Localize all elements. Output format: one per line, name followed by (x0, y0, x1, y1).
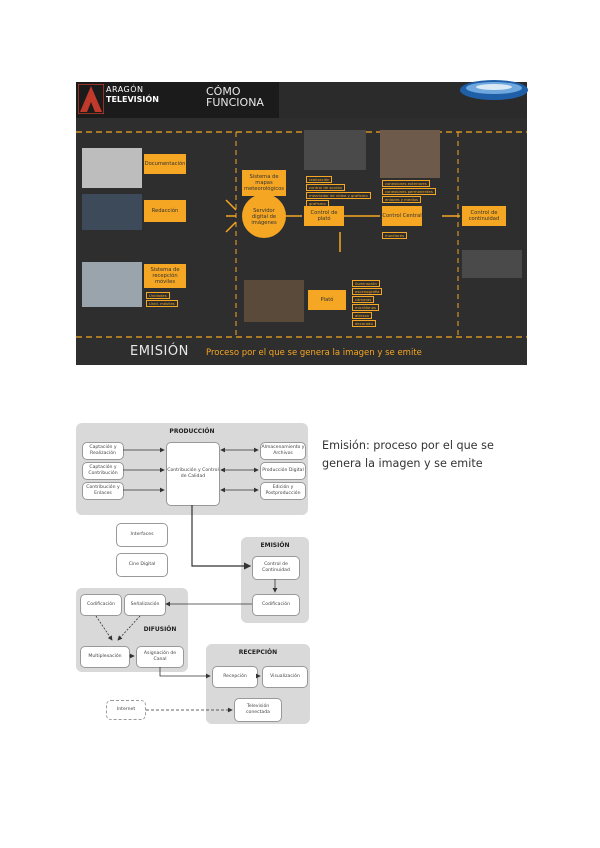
diagram-arrows (0, 0, 600, 848)
